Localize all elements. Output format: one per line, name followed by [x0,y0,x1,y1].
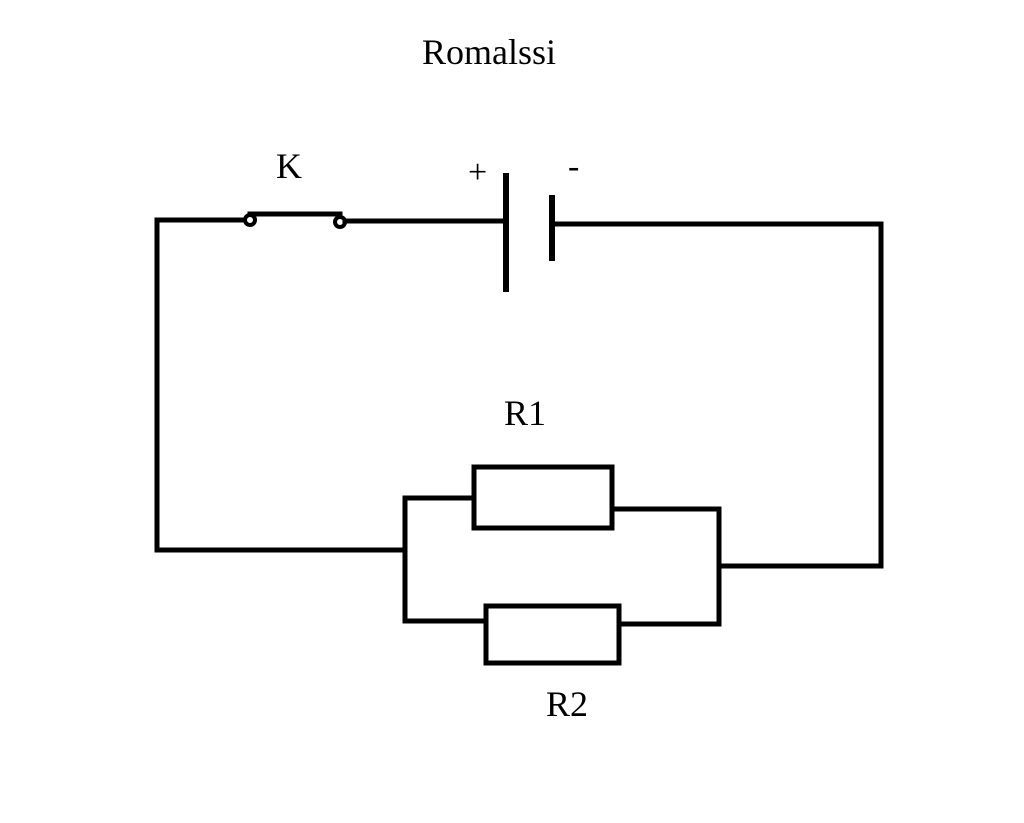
diagram-title: Romalssi [422,32,557,72]
battery [503,173,555,292]
resistor-r1 [471,464,615,531]
battery-negative-label: - [568,148,580,185]
switch-label: K [276,146,302,186]
resistor-r2-label: R2 [546,684,589,724]
resistor-r2 [483,603,622,666]
switch-k [243,211,347,229]
parallel-left-rail [402,495,489,624]
left-wire [154,217,408,553]
battery-positive-label: + [468,154,488,191]
right-wire [549,221,884,569]
resistor-r1-label: R1 [504,393,547,433]
parallel-right-rail [609,506,722,627]
